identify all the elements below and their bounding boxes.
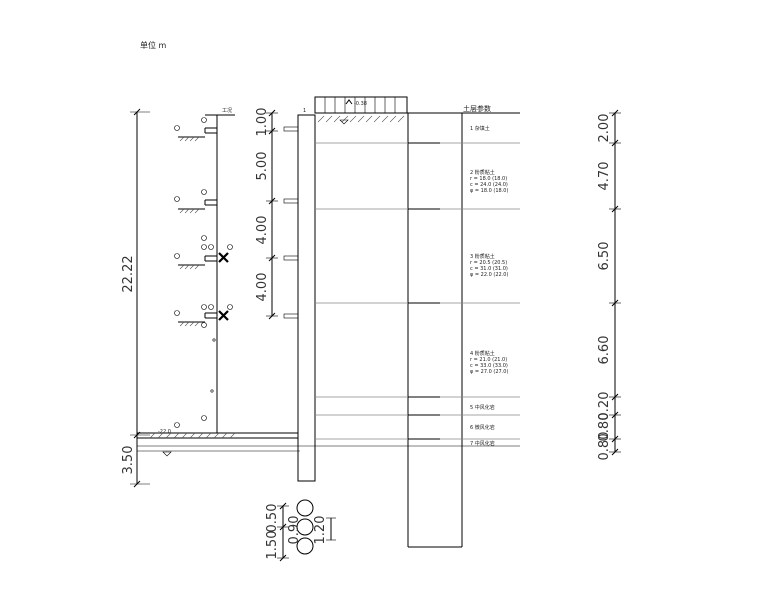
pile-dim-d: 1.20: [313, 516, 328, 545]
right-dim-1: 2.00: [597, 114, 612, 143]
right-dim-2: 4.70: [597, 162, 612, 191]
layer-6-name: 6 微风化岩: [470, 424, 495, 431]
base-elevation-label: -22.0: [158, 429, 171, 435]
layer-4-name: 4 粉质粘土: [470, 350, 495, 357]
total-height-label: 22.22: [121, 255, 136, 292]
layer-3-r: r = 20.5 (20.5): [470, 260, 507, 266]
unit-label: 单位 m: [140, 40, 167, 50]
excavation-bottom: [137, 432, 520, 457]
anchor-dim-3: 4.00: [255, 216, 270, 245]
layer-7-name: 7 中风化岩: [470, 440, 495, 447]
layer-3-name: 3 粉质粘土: [470, 253, 495, 260]
layer-4-c: c = 33.0 (33.0): [470, 363, 508, 369]
right-dim-6: 0.80: [597, 413, 612, 442]
right-dim-5: 0.20: [597, 392, 612, 421]
surcharge-load: -0.38: [314, 96, 520, 125]
layer-4-r: r = 21.0 (21.0): [470, 357, 507, 363]
pile-dim-c: 0.90: [287, 516, 302, 545]
lower-height-label: 3.50: [121, 446, 136, 475]
right-dim-3: 6.50: [597, 242, 612, 271]
layer-1-name: 1 杂填土: [470, 125, 490, 132]
anchor-spacing-dimension: [266, 109, 278, 320]
layer-3-c: c = 31.0 (31.0): [470, 266, 508, 272]
retaining-pile: 1: [283, 108, 316, 482]
layer-2-phi: φ = 18.0 (18.0): [470, 188, 508, 194]
layer-5-name: 5 中风化岩: [470, 404, 495, 411]
svg-text:1: 1: [303, 108, 306, 114]
anchor-dim-1: 1.00: [255, 108, 270, 137]
anchor-dim-2: 5.00: [255, 152, 270, 181]
pile-dim-a: 1.50: [265, 531, 280, 560]
layer-thickness-dimension: [609, 109, 621, 456]
total-height-dimension: [130, 108, 150, 488]
right-dim-4: 6.60: [597, 336, 612, 365]
layer-4-phi: φ = 27.0 (27.0): [470, 369, 508, 375]
surcharge-label: -0.38: [354, 101, 367, 107]
pile-dim-b: 0.50: [265, 504, 280, 533]
layer-2-name: 2 粉质粘土: [470, 169, 495, 176]
stage-header: 工况: [222, 108, 232, 114]
anchor-dim-4: 4.00: [255, 273, 270, 302]
soil-layers: [315, 113, 520, 548]
layer-2-c: c = 24.0 (24.0): [470, 182, 508, 188]
layer-2-r: r = 18.0 (18.0): [470, 176, 507, 182]
pile-section: [277, 499, 336, 562]
right-dim-7: 0.80: [597, 432, 612, 461]
layer-column-header: 土层参数: [463, 104, 491, 113]
layer-3-phi: φ = 22.0 (22.0): [470, 272, 508, 278]
construction-stages: 工况: [158, 108, 235, 435]
